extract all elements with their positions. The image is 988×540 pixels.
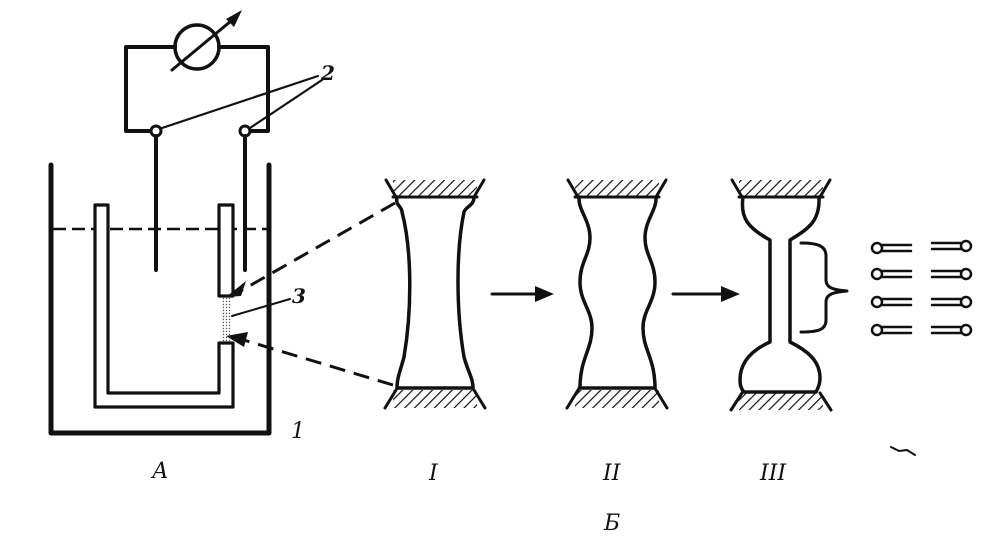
panel-b-label: Б	[603, 511, 620, 536]
holder-top-2	[575, 180, 659, 197]
brace	[799, 241, 849, 334]
stray-mark	[890, 446, 916, 456]
lipid-molecules-left	[870, 241, 913, 337]
lipid-bilayer	[870, 239, 973, 337]
lipid-molecules-right	[930, 239, 973, 337]
arrow-2-3	[671, 286, 740, 302]
holder-bottom-1	[393, 390, 477, 408]
panel-a-label: А	[150, 459, 169, 484]
callout-2-label: 2	[320, 61, 335, 85]
film-3	[738, 195, 822, 394]
film-2	[577, 195, 658, 390]
holder-bottom-2	[575, 390, 659, 408]
callout-1-label: 1	[291, 419, 305, 444]
stage-1-label: I	[428, 461, 439, 486]
inner-cup-upper-wall	[217, 203, 235, 298]
film-stage-2	[565, 178, 669, 410]
callout-3-label: 3	[292, 284, 306, 308]
stage-2-label: II	[602, 461, 622, 486]
leader-lines-2	[160, 74, 324, 130]
holder-top-3	[739, 180, 823, 197]
electrode-right	[238, 124, 252, 272]
holder-top-1	[393, 180, 477, 197]
arrow-1-2	[490, 286, 554, 302]
leader-line-3	[231, 298, 291, 317]
film-1	[394, 195, 476, 390]
measuring-cell	[48, 10, 324, 436]
film-stage-3	[729, 178, 833, 412]
electrode-left	[149, 124, 163, 272]
inner-cup	[93, 203, 235, 409]
holder-bottom-3	[739, 393, 823, 410]
galvanometer-icon	[170, 10, 242, 72]
stage-3-label: III	[759, 461, 787, 486]
zoom-arrows	[226, 201, 396, 387]
outer-vessel	[48, 162, 272, 436]
circuit-wire	[124, 45, 270, 133]
film-stage-1	[383, 178, 487, 410]
membrane-film	[221, 297, 231, 342]
